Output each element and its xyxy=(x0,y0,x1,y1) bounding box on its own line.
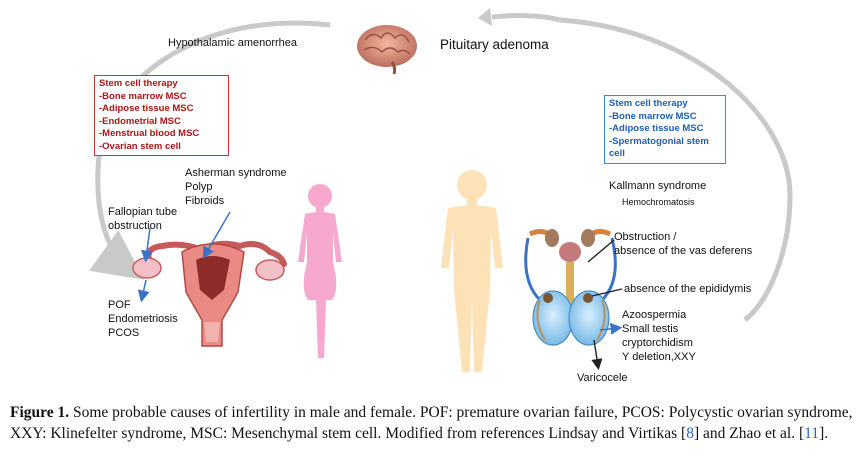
figure-caption: Figure 1. Some probable causes of infert… xyxy=(10,402,860,444)
testis-causes-list: Azoospermia Small testis cryptorchidism … xyxy=(622,308,696,364)
testis-cause: cryptorchidism xyxy=(622,337,693,349)
tube-cause-line: Fallopian tube xyxy=(108,206,178,218)
ovarian-cause: Endometriosis xyxy=(108,313,178,325)
uterine-cause: Asherman syndrome xyxy=(185,167,287,179)
female-therapy-item: -Bone marrow MSC xyxy=(99,90,187,102)
male-therapy-box: Stem cell therapy -Bone marrow MSC -Adip… xyxy=(604,95,726,164)
caption-text: ]. xyxy=(819,425,829,442)
reference-link-11[interactable]: 11 xyxy=(804,425,820,442)
varicocele-pointer xyxy=(591,339,603,371)
female-therapy-title: Stem cell therapy xyxy=(99,78,178,89)
male-therapy-item: -Spermatogonial stem cell xyxy=(609,135,709,160)
brain-icon xyxy=(357,25,417,75)
male-silhouette-icon xyxy=(441,170,503,372)
male-therapy-title: Stem cell therapy xyxy=(609,98,688,109)
figure-number: Figure 1. xyxy=(10,404,70,421)
testis-cause: Small testis xyxy=(622,323,679,335)
uterine-pointer xyxy=(202,211,231,259)
right-arc-head xyxy=(478,8,492,26)
right-feedback-arc xyxy=(559,17,793,322)
figure-diagram xyxy=(89,8,793,372)
ovarian-cause: PCOS xyxy=(108,327,140,339)
hypothalamic-amenorrhea-label: Hypothalamic amenorrhea xyxy=(168,37,298,49)
female-therapy-box: Stem cell therapy -Bone marrow MSC -Adip… xyxy=(94,75,229,156)
kallmann-label: Kallmann syndrome xyxy=(609,180,707,192)
epididymis-pointer xyxy=(591,288,623,297)
male-reproductive-illustration xyxy=(524,229,617,346)
vas-cause-line: absence of the vas deferens xyxy=(614,245,753,257)
female-silhouette-icon xyxy=(298,184,342,358)
ovary-pointer xyxy=(137,279,150,303)
uterine-cause: Fibroids xyxy=(185,195,225,207)
female-therapy-item: -Endometrial MSC xyxy=(99,115,181,127)
caption-text: ] and Zhao et al. [ xyxy=(693,425,805,442)
testis-pointer xyxy=(599,322,623,335)
reference-link-8[interactable]: 8 xyxy=(686,425,694,442)
epididymis-label: absence of the epididymis xyxy=(624,283,752,295)
caption-text: Some probable causes of infertility in m… xyxy=(10,404,853,442)
uterine-causes-list: Asherman syndrome Polyp Fibroids xyxy=(185,166,287,208)
vas-cause-line: Obstruction / xyxy=(614,231,677,243)
vas-deferens-label: Obstruction / absence of the vas deferen… xyxy=(614,230,752,258)
testis-cause: Azoospermia xyxy=(622,309,687,321)
tube-cause-line: obstruction xyxy=(108,220,162,232)
tube-pointer xyxy=(141,227,153,263)
male-therapy-item: -Adipose tissue MSC xyxy=(609,123,704,134)
hemochromatosis-label: Hemochromatosis xyxy=(622,197,695,207)
pituitary-adenoma-label: Pituitary adenoma xyxy=(440,37,549,52)
testis-cause: Y deletion,XXY xyxy=(622,351,696,363)
female-therapy-item: -Ovarian stem cell xyxy=(99,140,181,152)
vas-pointer xyxy=(587,239,615,263)
tube-cause-label: Fallopian tube obstruction xyxy=(108,205,177,233)
right-arc-top xyxy=(491,13,561,23)
male-therapy-item: -Bone marrow MSC xyxy=(609,110,697,122)
female-therapy-item: -Menstrual blood MSC xyxy=(99,128,200,139)
female-therapy-item: -Adipose tissue MSC xyxy=(99,103,194,114)
ovarian-causes-list: POF Endometriosis PCOS xyxy=(108,298,178,340)
uterine-cause: Polyp xyxy=(185,181,213,193)
ovarian-cause: POF xyxy=(108,299,131,311)
varicocele-label: Varicocele xyxy=(577,372,628,384)
